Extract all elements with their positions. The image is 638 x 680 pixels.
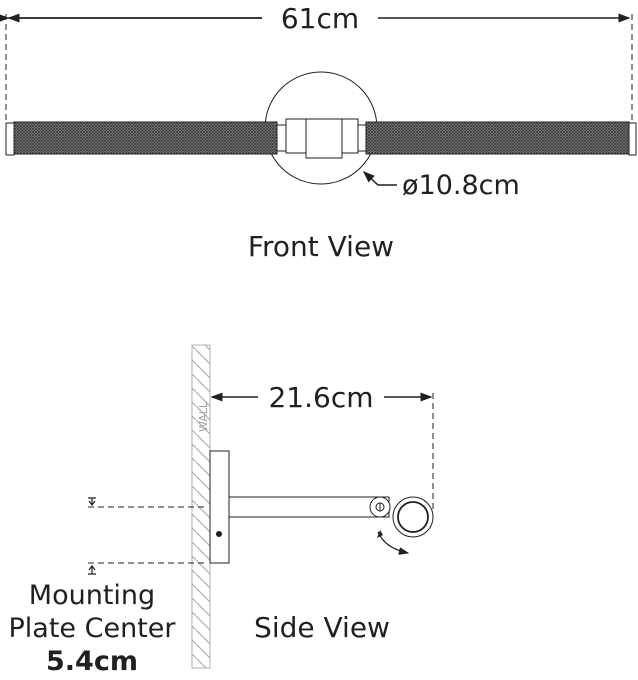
wall-label: WALL	[197, 401, 210, 432]
front-view-title: Front View	[248, 230, 394, 263]
screw-icon	[216, 531, 222, 537]
side-view: WALL 21.6cm Mounting Pl	[9, 344, 434, 677]
width-dimension: 61cm	[0, 2, 633, 125]
side-view-title: Side View	[254, 611, 390, 644]
mounting-label-line2: Plate Center	[9, 613, 177, 644]
front-view: 61cm ø10.8cm Front View	[0, 2, 637, 263]
bracket	[209, 450, 434, 564]
projection-label: 21.6cm	[268, 381, 373, 414]
mounting-label-line1: Mounting	[29, 580, 155, 611]
projection-dimension: 21.6cm	[210, 381, 434, 512]
bar	[5, 118, 637, 159]
width-label: 61cm	[281, 2, 359, 35]
diameter-callout: ø10.8cm	[362, 170, 520, 201]
diameter-label: ø10.8cm	[402, 170, 520, 201]
mounting-dimension: Mounting Plate Center 5.4cm	[9, 497, 206, 677]
mounting-value: 5.4cm	[46, 646, 138, 677]
